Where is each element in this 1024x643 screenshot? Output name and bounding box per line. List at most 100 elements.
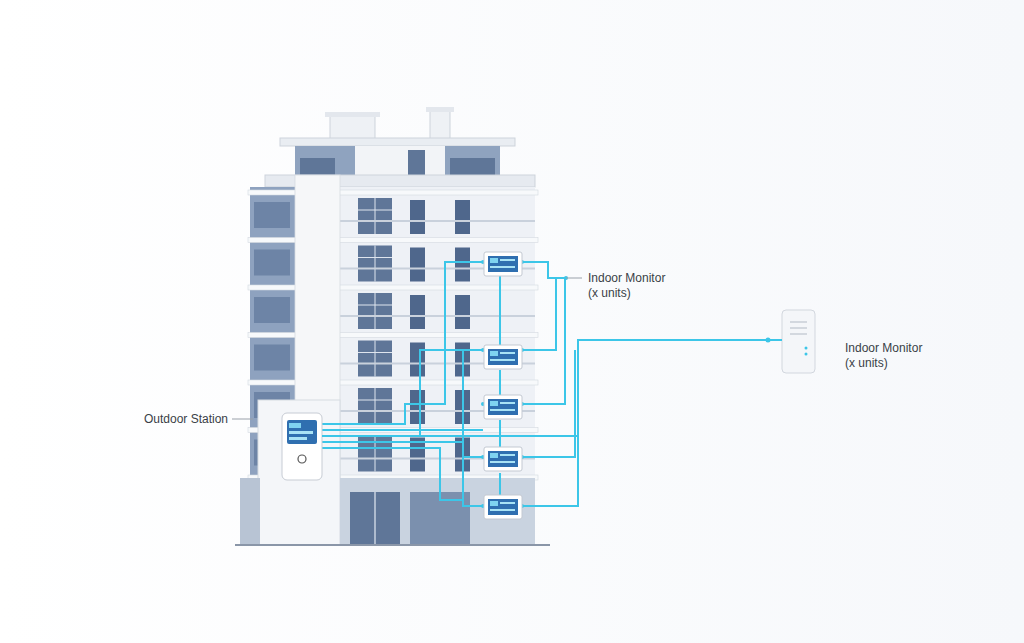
signal-wire — [522, 436, 578, 506]
indoor-monitor — [484, 395, 522, 419]
indoor-monitor-device — [782, 310, 815, 373]
window — [358, 293, 392, 329]
screen-detail — [500, 454, 515, 456]
window — [358, 341, 392, 377]
connector-joint — [766, 338, 771, 343]
side-wall — [240, 478, 260, 545]
screen-detail — [490, 359, 515, 361]
screen-detail — [490, 509, 515, 511]
window — [455, 295, 470, 329]
window-mullion — [375, 198, 376, 234]
monitors — [484, 252, 522, 519]
window-mullion — [375, 436, 376, 472]
floor-slab — [248, 380, 538, 385]
floor-slab — [248, 333, 538, 338]
window-mullion — [375, 246, 376, 282]
floor-slab — [248, 238, 538, 243]
roof-cap — [325, 112, 380, 117]
signal-wire — [522, 262, 566, 278]
window — [410, 248, 425, 282]
signal-wire — [322, 262, 483, 424]
signal-wire — [462, 350, 464, 506]
screen-detail — [490, 461, 515, 463]
device-label: Outdoor Station — [144, 412, 228, 427]
ground-floor — [340, 478, 535, 545]
device-slot — [790, 327, 807, 329]
window-mullion — [358, 305, 392, 306]
door-split — [374, 492, 376, 545]
window — [254, 250, 290, 276]
roof-block — [330, 115, 375, 140]
signal-wire — [322, 350, 483, 436]
outdoor-station-device — [282, 413, 322, 480]
screen-detail — [490, 453, 498, 458]
window — [254, 297, 290, 323]
monitor-screen — [488, 256, 518, 272]
signal-wire — [322, 448, 483, 506]
outdoor-station: Outdoor Station — [282, 413, 322, 480]
window-mullion — [375, 341, 376, 377]
connector — [322, 340, 782, 436]
device-label: Indoor Monitor (x units) — [845, 341, 935, 371]
window — [410, 390, 425, 424]
window-mullion — [375, 388, 376, 424]
indoor-monitor — [484, 447, 522, 471]
window — [358, 246, 392, 282]
signal-wire — [322, 429, 483, 431]
device-slot — [790, 321, 807, 323]
screen-detail — [289, 423, 301, 428]
roof-parapet — [280, 138, 515, 146]
device-slot — [790, 333, 807, 335]
screen-detail — [490, 501, 498, 506]
signal-wire — [522, 350, 575, 457]
indoor-monitor — [484, 252, 522, 276]
monitor-screen — [488, 399, 518, 415]
window — [410, 295, 425, 329]
device-led — [805, 347, 808, 350]
window-mullion — [358, 400, 392, 401]
leader-line — [232, 419, 253, 420]
wiring — [322, 260, 578, 508]
ground-line — [235, 544, 550, 546]
screen-detail — [490, 258, 498, 263]
screen-detail — [490, 401, 498, 406]
callout-label: Indoor Monitor (x units) — [588, 271, 678, 301]
call-button — [298, 455, 306, 463]
screen-detail — [500, 502, 515, 504]
screen-detail — [490, 351, 498, 356]
window — [254, 202, 290, 228]
screen-detail — [490, 266, 515, 268]
signal-wire — [522, 278, 565, 404]
window — [358, 388, 392, 424]
window-mullion — [358, 257, 392, 258]
device-screen — [287, 420, 317, 444]
balcony-rail — [340, 315, 535, 317]
signal-wire — [499, 473, 501, 495]
screen-detail — [500, 259, 515, 261]
leader-line — [566, 278, 582, 279]
screen-detail — [500, 402, 515, 404]
entrance-door — [350, 492, 400, 545]
window-mullion — [375, 293, 376, 329]
monitor-screen — [488, 349, 518, 365]
signal-wire — [522, 278, 556, 350]
screen-detail — [500, 352, 515, 354]
window — [358, 198, 392, 234]
monitor-screen — [488, 499, 518, 515]
chimney — [430, 110, 450, 140]
window — [410, 343, 425, 377]
window-mullion — [358, 352, 392, 353]
window — [254, 345, 290, 371]
monitor-screen — [488, 451, 518, 467]
signal-wire — [322, 442, 483, 457]
window — [410, 200, 425, 234]
screen-detail — [289, 437, 307, 440]
entrance-pillar — [258, 400, 340, 545]
device-led — [805, 353, 808, 356]
signal-wire — [499, 276, 501, 345]
indoor-monitor — [484, 345, 522, 369]
chimney-cap — [426, 107, 454, 112]
